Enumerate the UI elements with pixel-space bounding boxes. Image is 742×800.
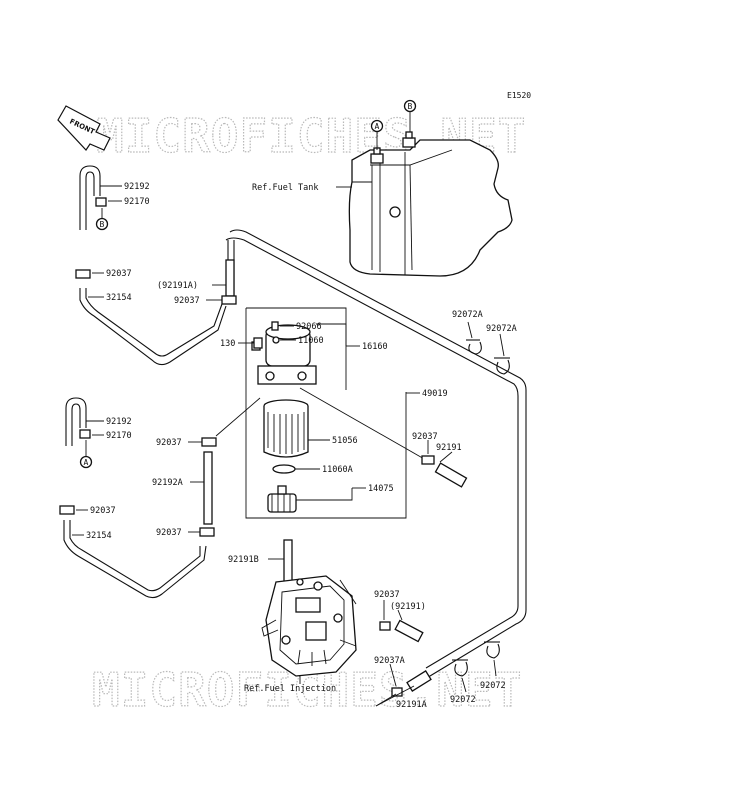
callout-b-left: B <box>95 208 109 231</box>
injection-pump <box>261 575 357 677</box>
callout-b-tank: B <box>403 99 417 132</box>
label-92037-f: 92037 <box>156 528 182 538</box>
clamp-92072A-2 <box>494 357 510 375</box>
label-49019: 49019 <box>422 389 448 399</box>
callout-b-tank-letter: B <box>408 102 413 111</box>
label-92066: 92066 <box>296 322 322 332</box>
hose-32154-top <box>79 288 227 366</box>
filter-head-16160 <box>251 324 317 385</box>
label-32154-bot: 32154 <box>86 531 112 541</box>
hose-92191A-short <box>225 259 235 297</box>
hose-92191 <box>434 462 468 488</box>
clamp-92037-g <box>379 621 391 631</box>
label-92037-b: 92037 <box>174 296 200 306</box>
hose-92191B <box>283 539 293 583</box>
clamp-92072A-1 <box>466 339 482 355</box>
hose-92192-top <box>79 165 107 230</box>
label-92191: 92191 <box>436 443 462 453</box>
label-92191A-paren: (92191A) <box>157 281 198 291</box>
label-11060A: 11060A <box>322 465 353 475</box>
ref-fuel-injection-label: Ref.Fuel Injection <box>244 684 336 694</box>
label-14075: 14075 <box>368 484 394 494</box>
clamp-92037-f <box>199 527 215 537</box>
clamp-92037-d <box>421 455 435 465</box>
clamp-92037-a <box>75 269 91 279</box>
label-92037-e: 92037 <box>90 506 116 516</box>
filter-cartridge-51056 <box>263 399 309 458</box>
label-92072-1: 92072 <box>450 695 476 705</box>
label-16160: 16160 <box>362 342 388 352</box>
callout-b-left-letter: B <box>100 220 105 229</box>
label-92192-top: 92192 <box>124 182 150 192</box>
label-92037A: 92037A <box>374 656 405 666</box>
label-51056: 51056 <box>332 436 358 446</box>
callout-a-left: A <box>79 440 93 469</box>
label-92072A-2: 92072A <box>486 324 517 334</box>
clamp-92037-c <box>201 437 217 447</box>
washer-11060 <box>272 336 280 344</box>
callout-a-left-letter: A <box>84 458 89 467</box>
label-92072A-1: 92072A <box>452 310 483 320</box>
ref-fuel-tank-label: Ref.Fuel Tank <box>252 183 319 193</box>
label-92037-d: 92037 <box>412 432 438 442</box>
label-11060: 11060 <box>298 336 324 346</box>
diagram-code: E1520 <box>507 91 531 100</box>
oring-11060A <box>272 464 296 474</box>
label-92192-mid: 92192 <box>106 417 132 427</box>
label-92191B: 92191B <box>228 555 259 565</box>
clamp-92072-2 <box>484 641 500 659</box>
clamp-92072-1 <box>452 659 468 677</box>
label-92192A: 92192A <box>152 478 183 488</box>
bolt-92066 <box>271 321 279 331</box>
front-arrow-icon: FRONT <box>57 105 111 151</box>
bolt-130 <box>253 337 263 349</box>
clamp-92037-b <box>221 295 237 305</box>
callout-a-tank-letter: A <box>375 122 380 131</box>
label-92170-top: 92170 <box>124 197 150 207</box>
hose-92192-mid <box>65 397 91 446</box>
label-130: 130 <box>220 339 235 349</box>
label-92072-2: 92072 <box>480 681 506 691</box>
label-92037-g: 92037 <box>374 590 400 600</box>
label-92191-paren: (92191) <box>390 602 426 612</box>
sedimenter-cup-14075 <box>267 485 297 513</box>
hose-92191-lower <box>394 619 424 643</box>
hose-92192A <box>203 451 213 525</box>
callout-a-tank: A <box>370 119 384 150</box>
fuel-tank <box>348 131 513 277</box>
label-92037-a: 92037 <box>106 269 132 279</box>
label-92191A: 92191A <box>396 700 427 710</box>
label-92170-mid: 92170 <box>106 431 132 441</box>
clamp-92037-e <box>59 505 75 515</box>
label-92037-c: 92037 <box>156 438 182 448</box>
hose-32154-bot <box>63 520 207 599</box>
label-32154-top: 32154 <box>106 293 132 303</box>
